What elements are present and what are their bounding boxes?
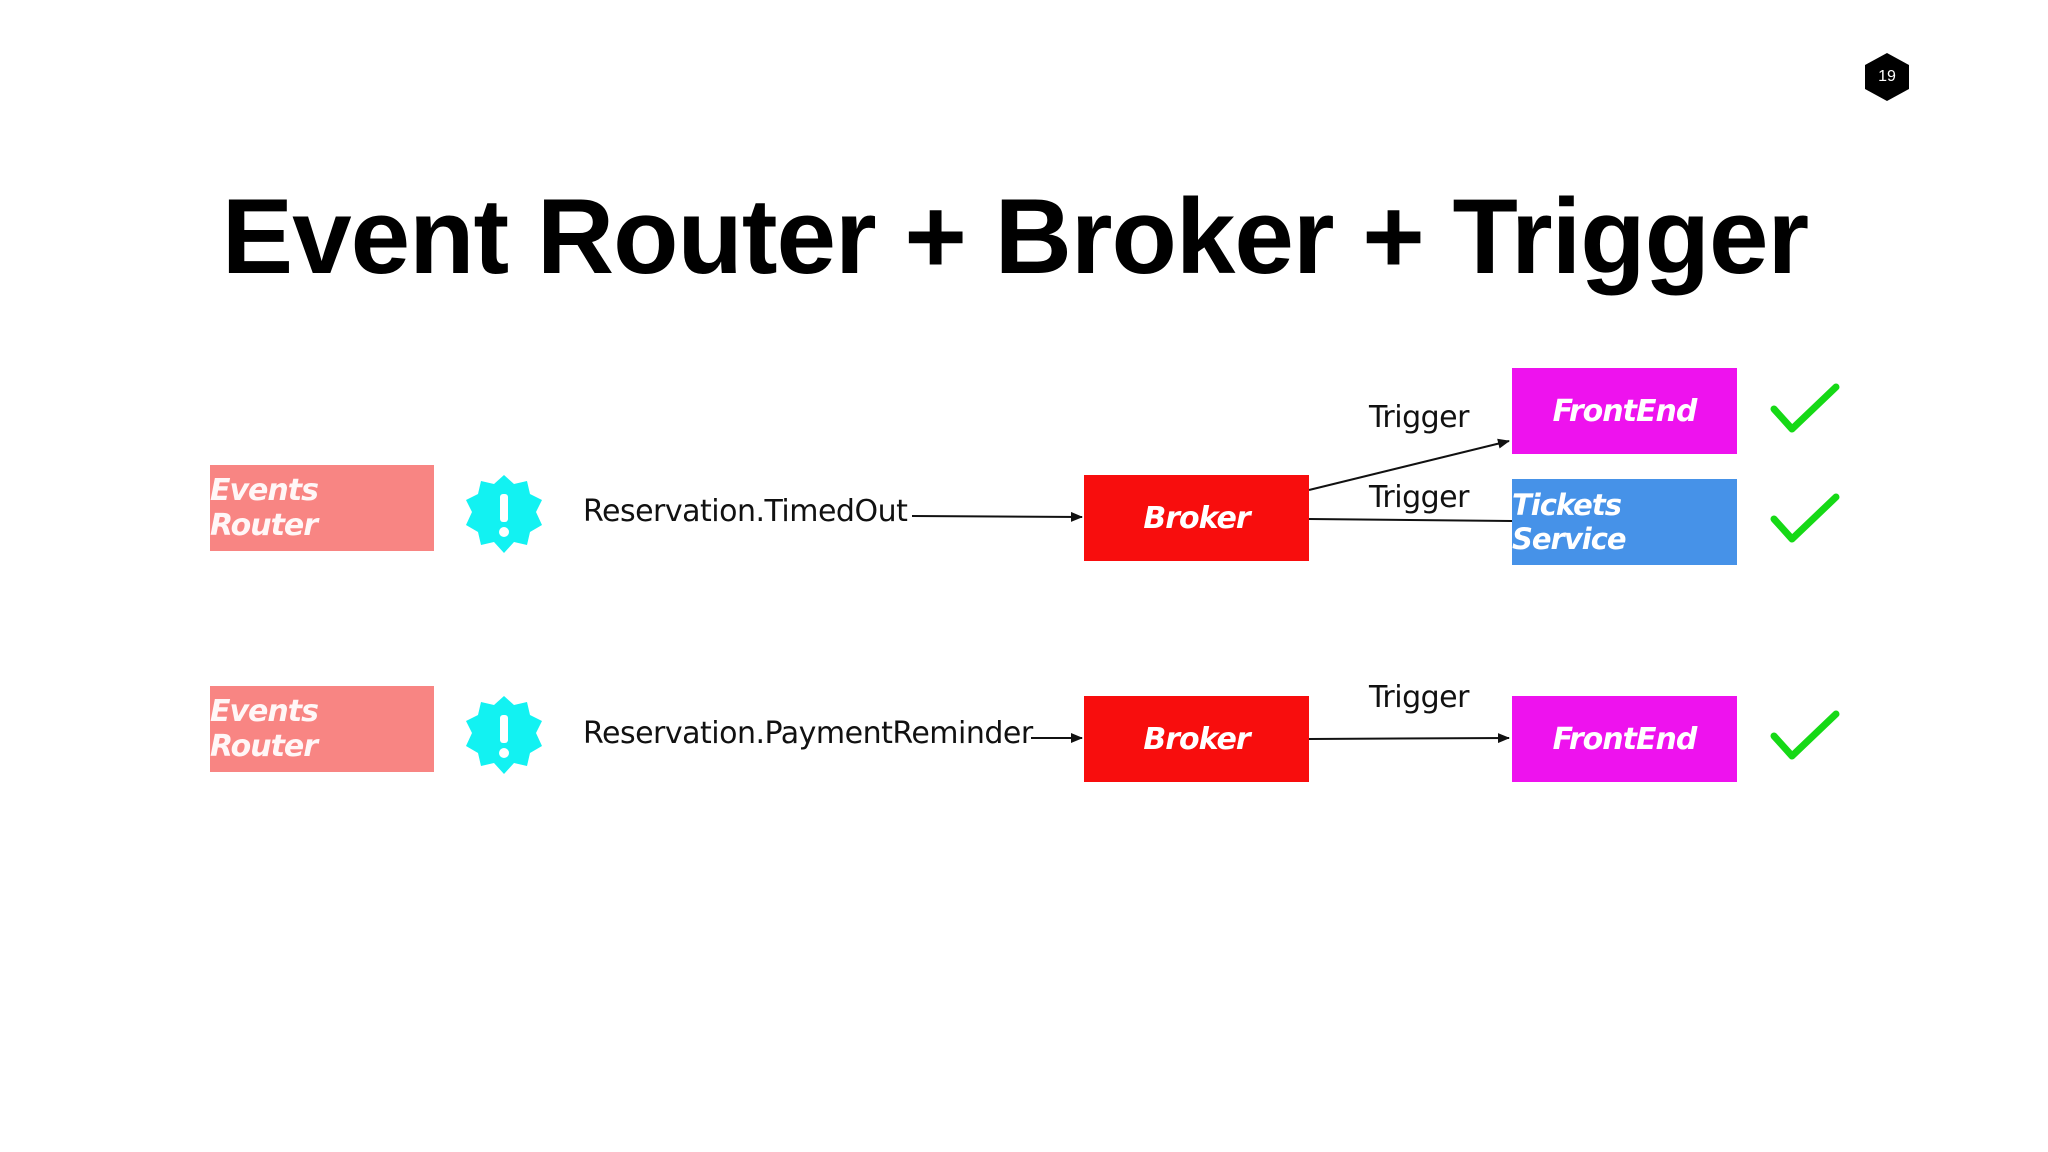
check-icon — [1770, 493, 1840, 543]
events-router-box: Events Router — [210, 686, 434, 772]
trigger-label: Trigger — [1369, 680, 1469, 715]
arrow-broker-to-frontend-2 — [1308, 733, 1510, 744]
page-number: 19 — [1878, 68, 1896, 85]
page-number-badge: 19 — [1864, 52, 1910, 102]
broker-box: Broker — [1084, 696, 1309, 782]
alert-badge-icon — [466, 696, 542, 774]
arrow-broker-to-frontend-1 — [1308, 438, 1510, 491]
event-name-label: Reservation.TimedOut — [583, 494, 908, 529]
event-name-label: Reservation.PaymentReminder — [583, 716, 1033, 751]
alert-badge-icon — [466, 475, 542, 553]
trigger-label: Trigger — [1369, 480, 1469, 515]
arrow-event-to-broker-1 — [911, 511, 1083, 522]
slide-title: Event Router + Broker + Trigger — [221, 176, 1809, 296]
broker-box: Broker — [1084, 475, 1309, 561]
check-icon — [1770, 710, 1840, 760]
frontend-service-box: FrontEnd — [1512, 696, 1737, 782]
frontend-service-box: FrontEnd — [1512, 368, 1737, 454]
check-icon — [1770, 383, 1840, 433]
events-router-box: Events Router — [210, 465, 434, 551]
hexagon-icon — [1865, 53, 1909, 101]
trigger-label: Trigger — [1369, 400, 1469, 435]
line-broker-to-tickets-1 — [1308, 518, 1513, 522]
tickets-service-box: Tickets Service — [1512, 479, 1737, 565]
